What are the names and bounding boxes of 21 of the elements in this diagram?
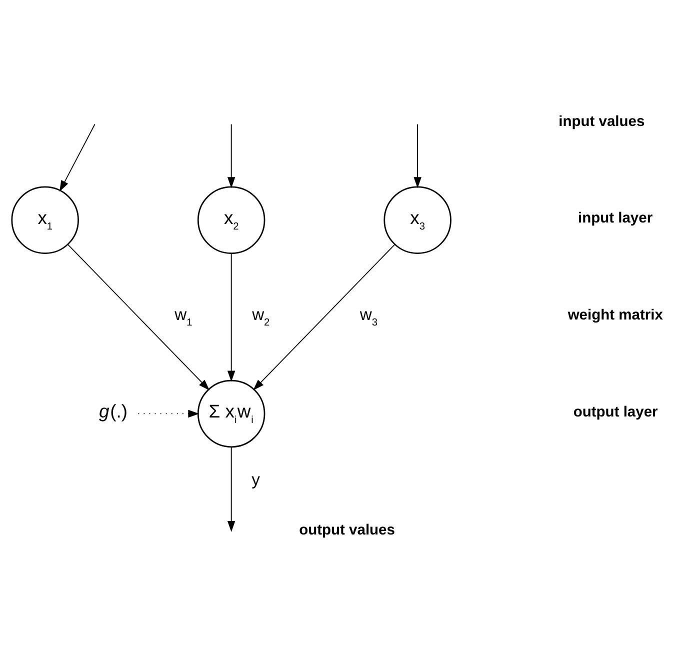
label: input values bbox=[558, 113, 645, 130]
node-circle: x$_{1}$ bbox=[11, 186, 79, 254]
label: weight matrix bbox=[568, 306, 663, 323]
node-circle: x$_{3}$ bbox=[384, 186, 452, 254]
arrow bbox=[227, 252, 236, 382]
arrow bbox=[414, 123, 422, 188]
edge-label: w$_{1}$ bbox=[174, 304, 192, 328]
edge-label: w$_{2}$ bbox=[252, 304, 270, 328]
node-circle: x$_{2}$ bbox=[197, 186, 266, 254]
arrow bbox=[67, 244, 210, 390]
arrow bbox=[227, 123, 236, 188]
label: output values bbox=[299, 522, 395, 538]
edge-label: y bbox=[252, 470, 260, 489]
arrow bbox=[60, 123, 96, 192]
label: output layer bbox=[573, 404, 658, 420]
arrow bbox=[253, 244, 396, 390]
node-text: g(.) bbox=[99, 400, 128, 421]
arrow bbox=[138, 409, 200, 418]
edge-label: w$_{3}$ bbox=[360, 304, 378, 328]
arrow bbox=[227, 446, 236, 532]
label: input layer bbox=[578, 210, 653, 226]
